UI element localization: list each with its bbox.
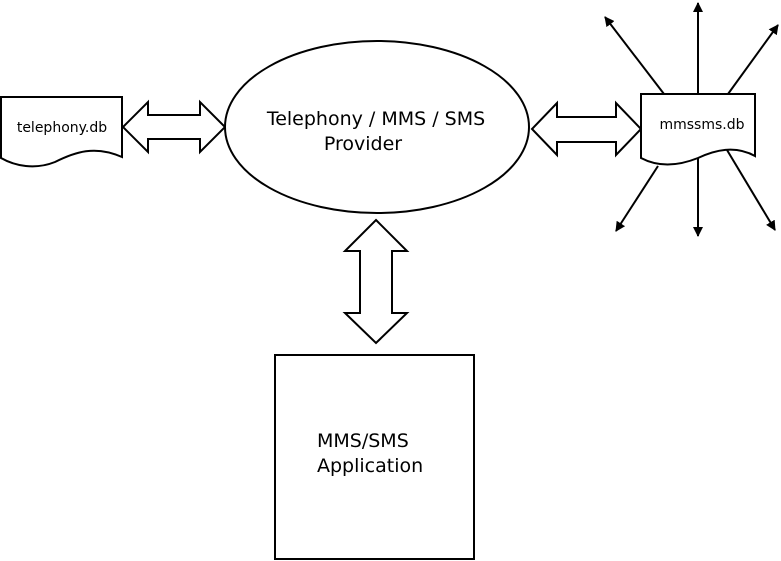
provider-node: Telephony / MMS / SMS Provider xyxy=(224,40,530,214)
telephony-db-shape xyxy=(0,96,123,168)
arrow-up-left xyxy=(604,16,665,95)
mmssms-db-node: mmssms.db xyxy=(640,93,756,166)
arrow-down-left xyxy=(615,165,659,232)
telephony-db-label: telephony.db xyxy=(17,120,107,136)
telephony-provider-double-arrow xyxy=(121,99,227,155)
application-box xyxy=(274,354,475,560)
mmssms-radiating-arrows xyxy=(604,2,779,237)
mmssms-db-shape xyxy=(640,93,756,166)
provider-label-line2: Provider xyxy=(324,133,402,155)
mmssms-db-label: mmssms.db xyxy=(659,117,744,133)
provider-label-line1: Telephony / MMS / SMS xyxy=(266,108,485,130)
application-node: MMS/SMS Application xyxy=(274,354,475,560)
provider-ellipse xyxy=(224,40,530,214)
arrow-up-right xyxy=(727,24,779,95)
provider-mmssms-double-arrow xyxy=(530,100,643,158)
arrow-down-right xyxy=(726,149,776,231)
telephony-db-node: telephony.db xyxy=(0,96,123,168)
application-label-line1: MMS/SMS xyxy=(317,430,409,452)
provider-application-double-arrow xyxy=(342,218,410,345)
application-label-line2: Application xyxy=(317,455,423,477)
